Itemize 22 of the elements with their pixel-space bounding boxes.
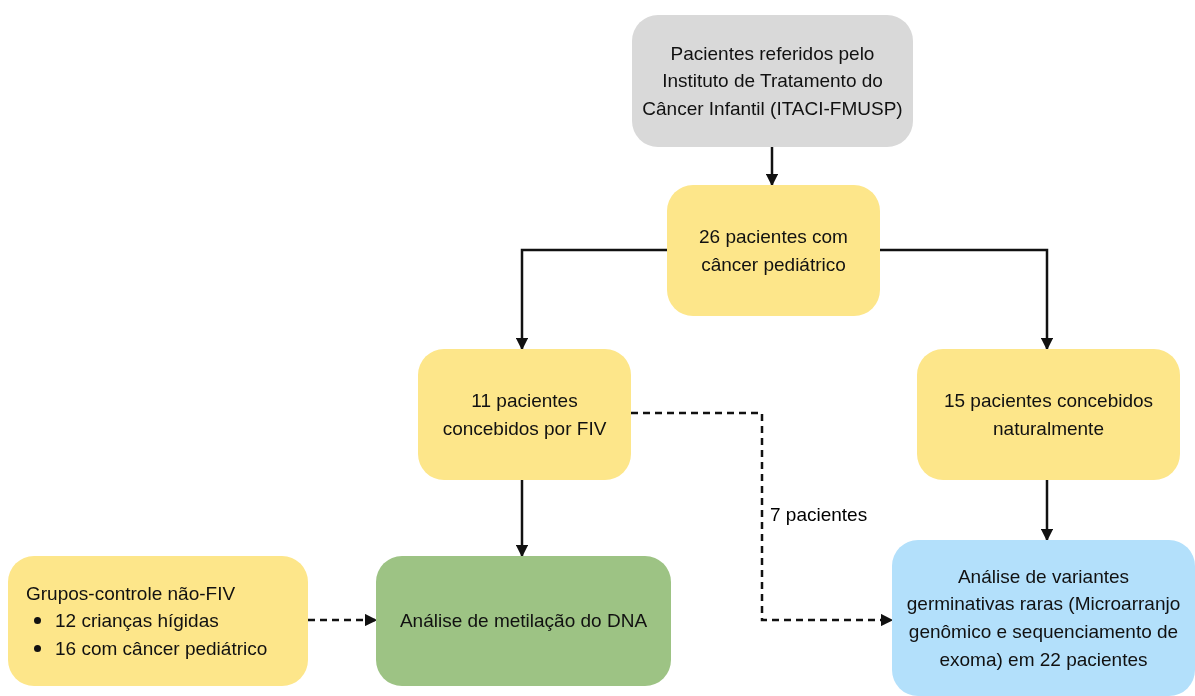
arrow	[765, 147, 779, 187]
list-box	[8, 556, 308, 686]
arrow	[308, 613, 378, 627]
box-text: 26 pacientes com câncer pediátrico	[698, 224, 849, 277]
process-box	[667, 185, 880, 316]
arrow	[1040, 480, 1054, 542]
process-box	[632, 15, 913, 147]
box-text: 11 pacientes concebidos por FIV	[441, 388, 608, 441]
list-heading: Grupos-controle não-FIV	[26, 581, 236, 606]
box-text: 15 pacientes concebidos naturalmente	[942, 388, 1155, 441]
box-text: Análise de variantes germinativas raras (Microarranjo genômico e sequenciamento de exoma) em 22 pacientes	[905, 564, 1182, 672]
process-box	[376, 556, 671, 686]
list-item: 16 com câncer pediátrico	[55, 636, 268, 661]
arrow	[515, 248, 667, 351]
arrow	[515, 480, 529, 558]
process-box	[917, 349, 1180, 480]
process-box	[418, 349, 631, 480]
process-box	[892, 540, 1195, 696]
arrow	[880, 248, 1054, 351]
box-text: Análise de metilação do DNA	[399, 609, 648, 634]
box-text: Pacientes referidos pelo Instituto de Tratamento do Câncer Infantil (ITACI-FMUSP)	[642, 41, 903, 121]
list-item: 12 crianças hígidas	[55, 609, 219, 634]
